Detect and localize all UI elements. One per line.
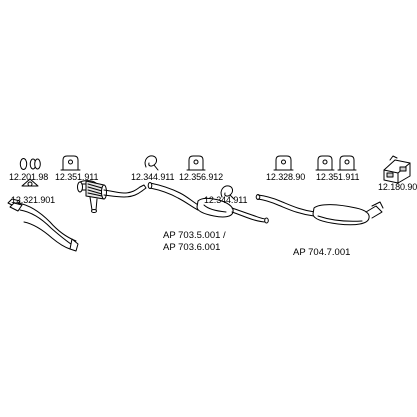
part-label-rubber-mount: 12.356.912 [179,172,224,182]
catalytic-converter-icon [77,180,147,213]
part-label-hanger-pair: 12.351.911 [316,172,360,182]
hanger-ring-icon-2 [220,185,235,200]
front-pipe-icon [7,198,79,252]
part-label-clamp: 12.321.901 [11,195,56,205]
part-label-hanger-left: 12.351.911 [55,172,99,182]
rubber-hanger-pair-icon [315,155,357,171]
clamp-icon [21,178,39,187]
assembly-label-rear: AP 704.7.001 [293,247,351,258]
part-label-hanger-ring-2: 12.344.911 [204,195,248,205]
rubber-hanger-icon-2 [273,155,294,171]
hanger-ring-icon [144,155,159,171]
part-label-gasket: 12.201.98 [9,172,49,182]
part-label-hanger-ring: 12.344.911 [131,172,175,182]
assembly-label-middle-2: AP 703.6.001 [163,242,221,253]
mounting-kit-icon [383,155,411,184]
part-label-hanger-right: 12.328.90 [266,172,306,182]
rear-silencer-icon [255,194,384,226]
rubber-hanger-icon [60,155,81,171]
rubber-mount-icon [186,155,206,171]
middle-silencer-icon [147,182,269,224]
part-label-mounting-kit: 12.180.90 [378,182,417,192]
assembly-label-middle-1: AP 703.5.001 / [163,230,226,241]
gasket-rings-icon [19,158,41,170]
